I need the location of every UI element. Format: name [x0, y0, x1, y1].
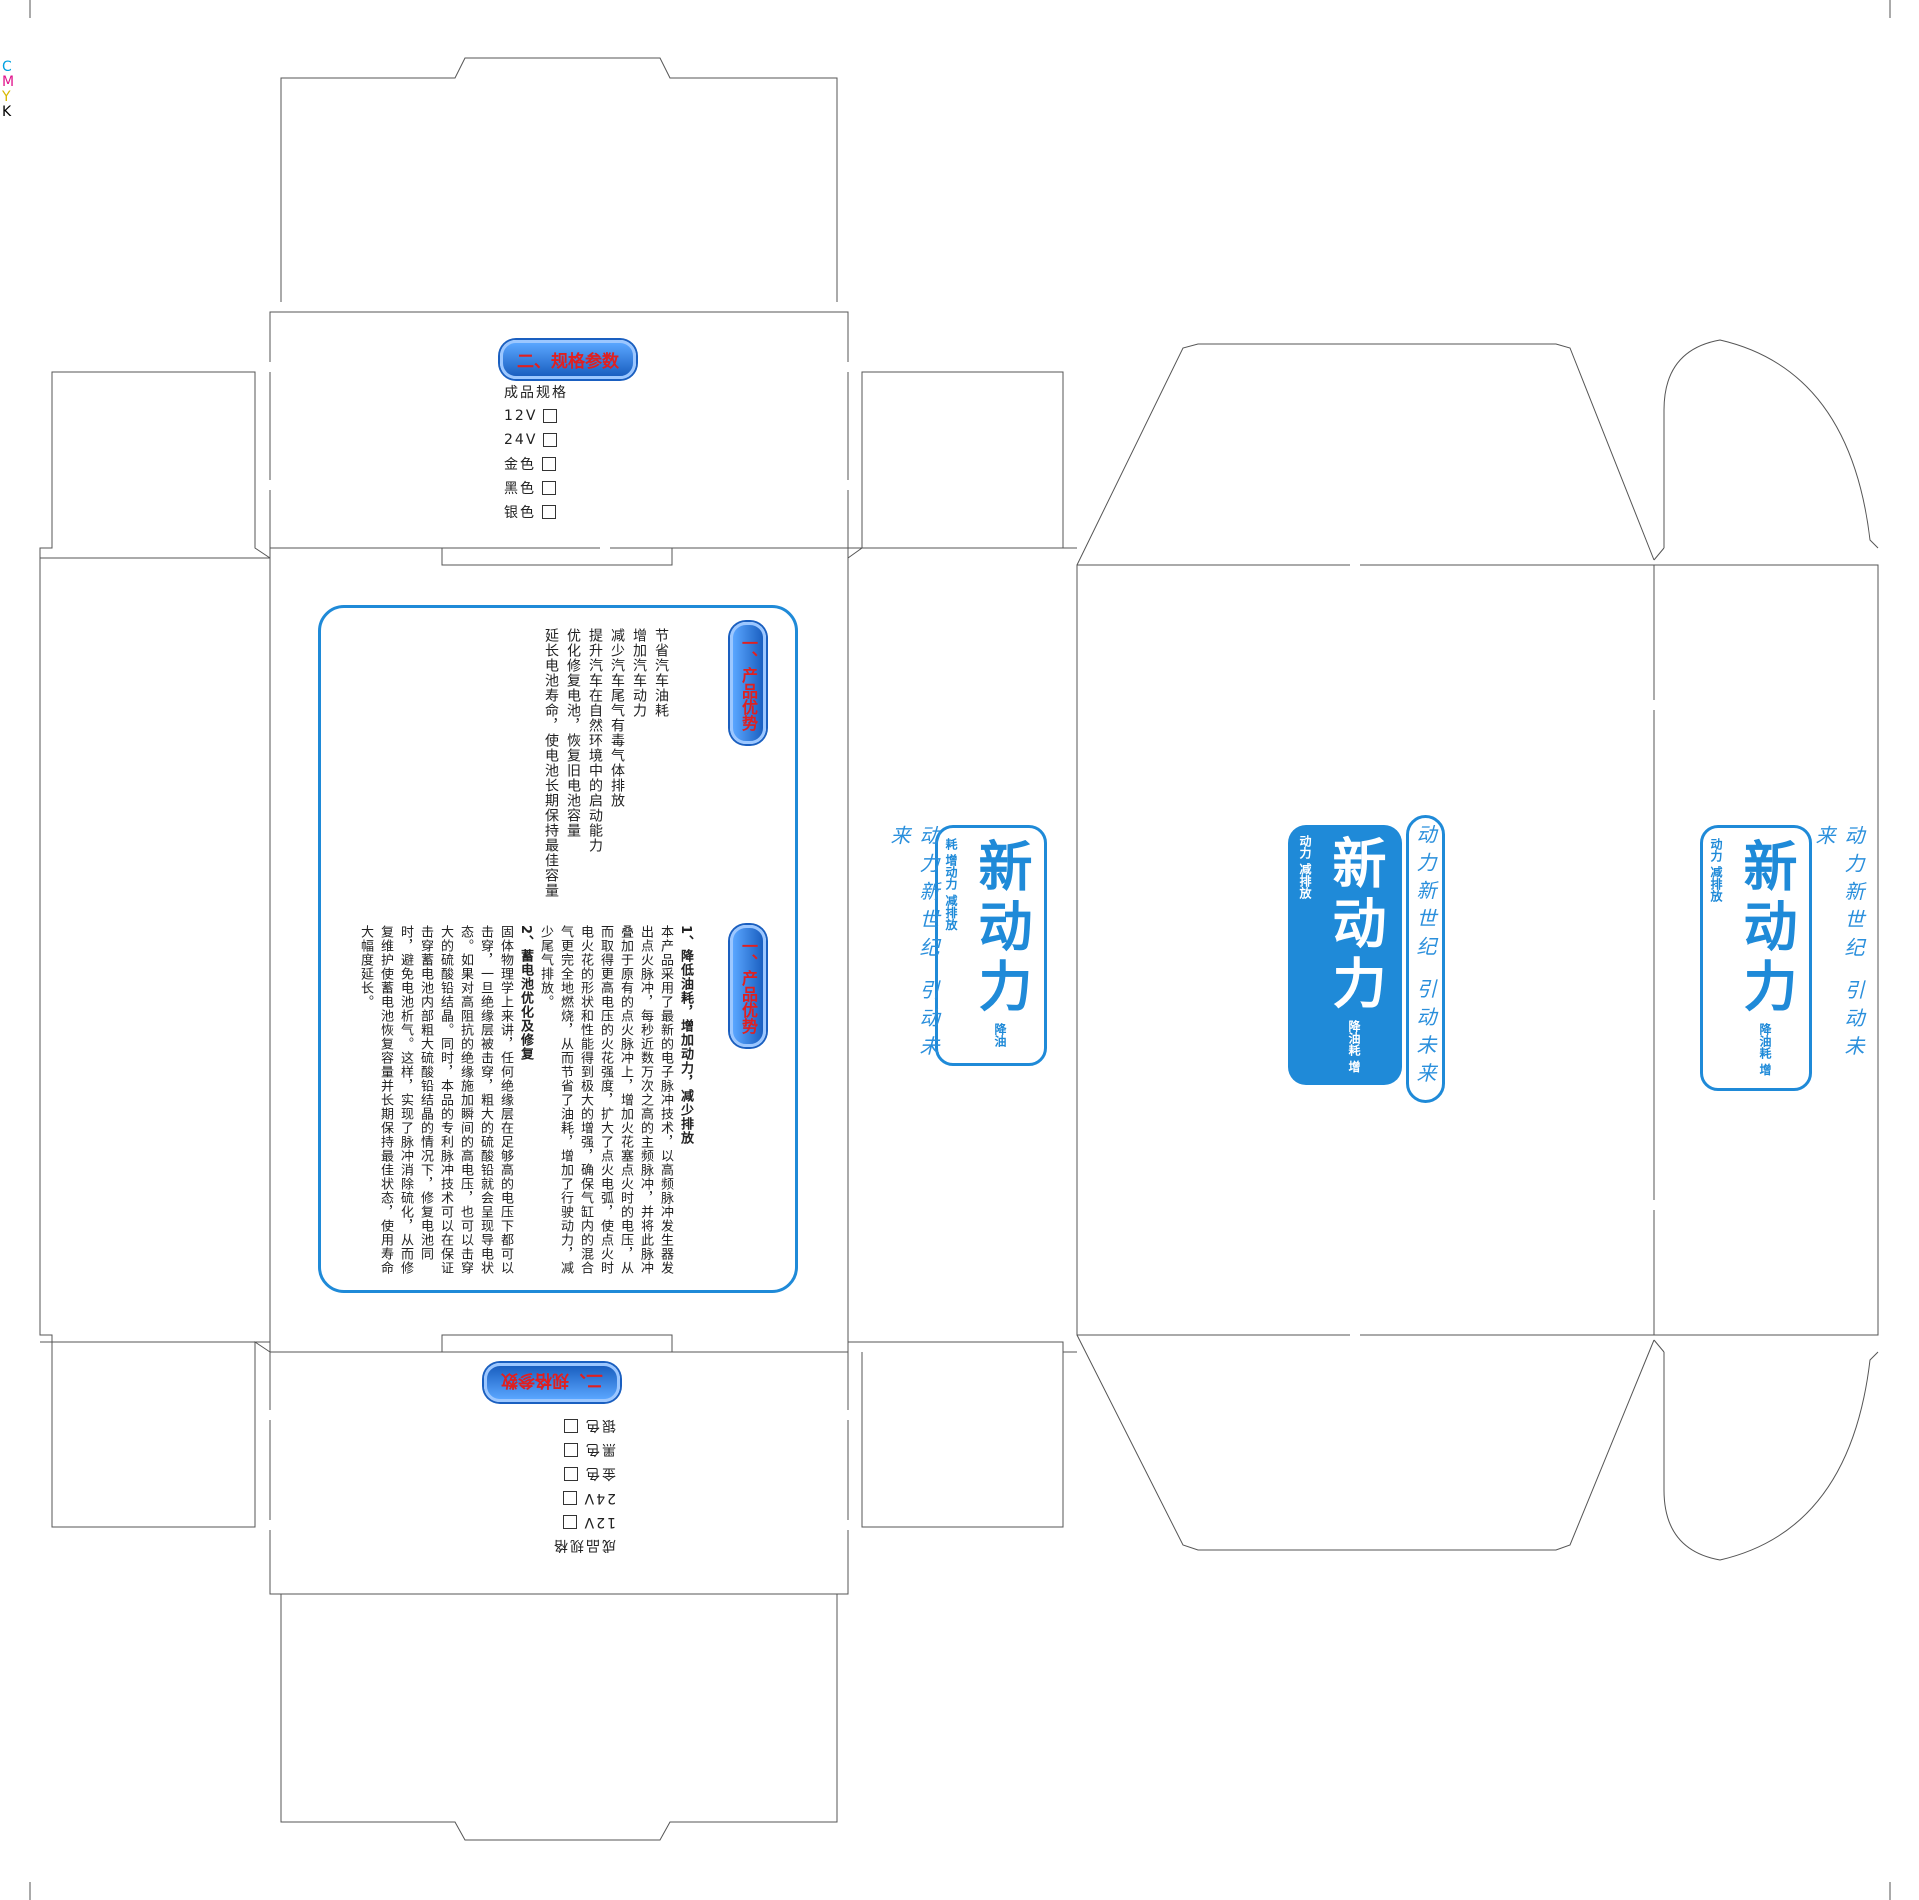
- paragraph-title: 2、蓄电池优化及修复: [518, 925, 533, 1062]
- spec-item-label: 银色: [584, 1417, 616, 1433]
- advantages-list: 节省汽车油耗 增加汽车动力 减少汽车尾气有毒气体排放 提升汽车在自然环境中的启动…: [540, 628, 672, 908]
- brand-slogan-main: 动力新世纪 引动未来: [1406, 815, 1445, 1103]
- paragraph-title: 1、降低油耗，增加动力，减少排放: [678, 925, 693, 1146]
- brand-tagline: 降油耗 增动力 减排放: [944, 838, 1007, 1048]
- spec-list-bottom: 成品规格 12V 24V 金色 黑色 银色: [552, 1414, 616, 1558]
- spec-panel-bottom: 二、规格参数 成品规格 12V 24V 金色 黑色 银色: [484, 1363, 620, 1570]
- checkbox: [542, 457, 556, 471]
- brand-tagline: 降油耗 增动力 减排放: [1709, 838, 1772, 1076]
- spec-item: 12V: [504, 404, 568, 428]
- spec-item-label: 金色: [584, 1465, 616, 1481]
- brand-name: 新动力: [1323, 835, 1386, 1015]
- spec-item: 24V: [552, 1486, 616, 1510]
- cmyk-y: Y: [2, 89, 11, 105]
- spec-heading-text: 成品规格: [504, 385, 568, 401]
- advantages-frame: [318, 605, 798, 1293]
- spec-item: 金色: [504, 452, 568, 476]
- spec-item-label: 12V: [504, 408, 538, 424]
- cmyk-c: C: [2, 59, 12, 75]
- spec-item-label: 黑色: [584, 1441, 616, 1457]
- spec-item: 24V: [504, 428, 568, 452]
- brand-slogan-side: 动力新世纪 引动未来: [887, 825, 940, 1064]
- brand-logo-end: 新动力 降油耗 增动力 减排放: [1700, 825, 1812, 1091]
- spec-list-top: 成品规格 12V 24V 金色 黑色 银色: [504, 380, 568, 524]
- spec-item-label: 银色: [504, 505, 536, 521]
- brand-name: 新动力: [969, 838, 1032, 1018]
- advantage-line: 提升汽车在自然环境中的启动能力: [587, 628, 603, 853]
- spec-heading: 成品规格: [504, 380, 568, 404]
- spec-item: 12V: [552, 1510, 616, 1534]
- spec-item: 黑色: [504, 476, 568, 500]
- paragraph-text: 本产品采用了最新的电子脉冲技术，以高频脉冲发生器发出点火脉冲，每秒近数万次之高的…: [538, 925, 673, 1275]
- advantages2-body: 1、降低油耗，增加动力，减少排放 本产品采用了最新的电子脉冲技术，以高频脉冲发生…: [355, 925, 695, 1280]
- brand-name: 新动力: [1734, 838, 1797, 1018]
- spec-item: 银色: [552, 1414, 616, 1438]
- brand-logo-side: 新动力 降油耗 增动力 减排放: [935, 825, 1047, 1066]
- spec-item-label: 24V: [582, 1490, 616, 1506]
- advantages2-title: 一、产品优势: [730, 925, 766, 1047]
- advantages-title: 一、产品优势: [730, 622, 766, 744]
- advantage-line: 减少汽车尾气有毒气体排放: [609, 628, 625, 808]
- spec-title-top: 二、规格参数: [500, 340, 636, 379]
- spec-heading: 成品规格: [552, 1534, 616, 1558]
- spec-item: 金色: [552, 1462, 616, 1486]
- advantage-line: 延长电池寿命，使电池长期保持最佳容量: [543, 628, 559, 898]
- spec-item: 黑色: [552, 1438, 616, 1462]
- checkbox: [542, 505, 556, 519]
- brand-slogan-end: 动力新世纪 引动未来: [1812, 825, 1865, 1064]
- cmyk-m: M: [2, 74, 15, 90]
- cmyk-k: K: [2, 104, 12, 120]
- brand-logo-main: 新动力 降油耗 增动力 减排放: [1288, 825, 1402, 1085]
- spec-item-label: 12V: [582, 1514, 616, 1530]
- spec-item: 银色: [504, 500, 568, 524]
- spec-heading-text: 成品规格: [552, 1537, 616, 1553]
- spec-item-label: 24V: [504, 432, 538, 448]
- advantage-line: 节省汽车油耗: [653, 628, 669, 718]
- checkbox: [562, 1491, 577, 1505]
- checkbox: [543, 433, 558, 447]
- checkbox: [564, 1443, 578, 1457]
- cmyk-registration: C M Y K: [2, 60, 14, 120]
- checkbox: [543, 409, 558, 423]
- advantage-line: 优化修复电池，恢复旧电池容量: [565, 628, 581, 838]
- checkbox: [562, 1515, 577, 1529]
- spec-item-label: 黑色: [504, 481, 536, 497]
- checkbox: [542, 481, 556, 495]
- spec-title-bottom: 二、规格参数: [484, 1363, 620, 1402]
- spec-item-label: 金色: [504, 457, 536, 473]
- checkbox: [564, 1419, 578, 1433]
- paragraph-text: 固体物理学上来讲，任何绝缘层在足够高的电压下都可以击穿，一旦绝缘层被击穿，粗大的…: [358, 925, 513, 1275]
- advantage-line: 增加汽车动力: [631, 628, 647, 718]
- brand-tagline: 降油耗 增动力 减排放: [1298, 835, 1361, 1073]
- checkbox: [564, 1467, 578, 1481]
